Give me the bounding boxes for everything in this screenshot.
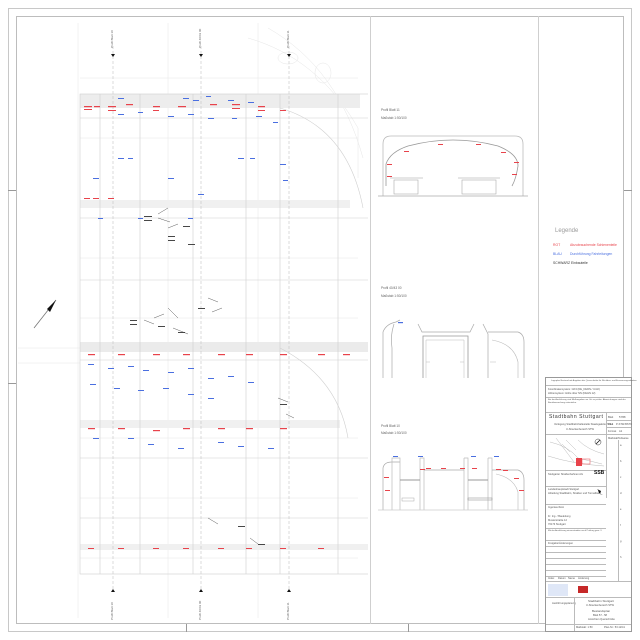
approval-text: Mit der Ausführung einverstanden nach Pr…	[548, 530, 602, 532]
plan-number: Plan-Nr.: 53.12/41	[604, 626, 625, 629]
field-key: Maßstab	[608, 437, 619, 440]
coords-line: Höhensystem: Höhe über NN (DHHN 12)	[548, 392, 596, 395]
field-value: 57/58	[619, 416, 626, 419]
company-name: Stadtbahn Stuttgart	[549, 414, 604, 420]
cross-section-2	[382, 319, 525, 378]
planner-line: Fr. Ing. / Bauleitung	[548, 515, 571, 518]
scale-label: Maßstab: 1:50	[576, 626, 593, 629]
inner-frame	[16, 16, 624, 624]
cross-section-3	[378, 456, 528, 511]
view-title: Profil 40/43 00	[381, 286, 402, 290]
legend-key-blue: BLAU	[553, 252, 562, 256]
revision-index: d	[620, 492, 622, 495]
footer-col: Datum	[558, 577, 566, 580]
legend-key-black: SCHWARZ	[553, 261, 571, 265]
coords-line: Koordinatensystem: GK3 (DE_DHDN / 3-GK)	[548, 388, 601, 391]
view-scale: Maßstab 1:50/100	[381, 116, 407, 120]
frame-tick	[8, 383, 16, 384]
bottom-subtitle: U-Streckenbereich STW	[586, 604, 614, 607]
section-marker-label: Profil 40/43 00	[198, 28, 202, 48]
section-marker-label: Profil Blatt 10	[110, 30, 114, 48]
field-value: A1	[619, 430, 623, 433]
frame-tick	[8, 190, 16, 191]
section-arrow-icon[interactable]	[287, 589, 291, 592]
legend-text-red: Abzubrauchende Schienenteile	[570, 243, 617, 247]
partner-logo	[548, 584, 568, 596]
planner-line: Musterstraße 12	[548, 519, 567, 522]
planner-label: Ingenieurbüro	[548, 506, 565, 509]
phase-label: Ausführungsplanung	[552, 602, 576, 605]
footer-col: Name	[568, 577, 575, 580]
title-block: Lageplan Bestand mit Angaben der Quersch…	[545, 377, 637, 632]
plan-drawing-svg	[18, 23, 371, 618]
owner-logo: SSB	[594, 470, 605, 476]
coat-of-arms-icon	[597, 489, 603, 495]
revision-title: Freigabe/Änderungen	[548, 542, 574, 545]
section-arrow-icon[interactable]	[287, 54, 291, 57]
revision-index: c	[620, 476, 622, 479]
company-sub: Verlegung Stadtbahnhaltestelle Staatsgal…	[554, 423, 614, 426]
location-map	[548, 437, 604, 467]
legend-title: Legende	[555, 228, 579, 234]
north-arrow-icon	[33, 299, 57, 329]
section-marker-label: Profil 40/43 00	[198, 600, 202, 620]
section-arrow-icon[interactable]	[199, 589, 203, 592]
plan-detail: Blatt 57 - 58	[593, 614, 607, 617]
owner-name: Stuttgarter Straßenbahnen AG	[548, 473, 584, 476]
footer-col: Index	[548, 577, 555, 580]
revision-index: h	[620, 556, 622, 559]
disclaimer-text: Bei der Ausführung sind Maßangaben vor O…	[548, 399, 626, 404]
field-value: Teilweise	[618, 437, 629, 440]
revision-index: a	[620, 444, 622, 447]
column-divider	[370, 16, 371, 624]
field-key: Plan	[608, 423, 614, 426]
section-marker-label: Profil Blatt 10	[110, 602, 114, 620]
authority-name: Landeshauptstadt Stuttgart	[548, 488, 580, 491]
legend-text-blue: Durchführung Fahrleitungen	[570, 252, 613, 256]
legend-text-black: Einbauteile	[571, 261, 588, 265]
title-block-note: Lageplan Bestand mit Angaben der Quersch…	[551, 380, 637, 382]
field-key: Blatt	[608, 416, 614, 419]
section-arrow-icon[interactable]	[111, 54, 115, 57]
field-key: Format	[608, 430, 617, 433]
view-scale: Maßstab 1:50/100	[381, 294, 407, 298]
frame-tick	[408, 624, 409, 632]
footer-col: Änderung	[578, 577, 590, 580]
plan-name: Bestandsplan	[592, 609, 611, 613]
company-sub2: U-Streckenbereich STW	[566, 428, 594, 431]
legend-key-red: ROT	[553, 243, 561, 247]
frame-tick	[624, 190, 632, 191]
view-scale: Maßstab 1:50/100	[381, 431, 407, 435]
authority-sub: Abteilung Stadtbahn, Straßen und Tunnelb…	[548, 492, 600, 495]
section-arrow-icon[interactable]	[199, 54, 203, 57]
cross-section-1	[378, 135, 528, 197]
planner-line: 70173 Stuttgart	[548, 523, 566, 526]
revision-index: b	[620, 460, 622, 463]
field-value: P-STW-BSTK	[616, 423, 632, 426]
plan-view	[18, 18, 371, 622]
section-marker-label: Profil Blatt 11	[286, 30, 290, 48]
db-logo	[578, 586, 588, 593]
view-title: Profil Blatt 11	[381, 108, 400, 112]
plan-detail2: Ansichten Querschnitte	[588, 618, 615, 621]
section-marker-label: Profil Blatt 11	[286, 602, 290, 620]
revision-index: f	[620, 524, 621, 527]
revision-index: e	[620, 508, 622, 511]
column-divider	[538, 16, 539, 624]
section-arrow-icon[interactable]	[111, 589, 115, 592]
revision-index: g	[620, 540, 622, 543]
frame-tick	[186, 624, 187, 632]
view-title: Profil Blatt 10	[381, 424, 400, 428]
bottom-title: Stadtbahn Stuttgart	[588, 599, 614, 603]
outer-frame	[8, 8, 632, 632]
